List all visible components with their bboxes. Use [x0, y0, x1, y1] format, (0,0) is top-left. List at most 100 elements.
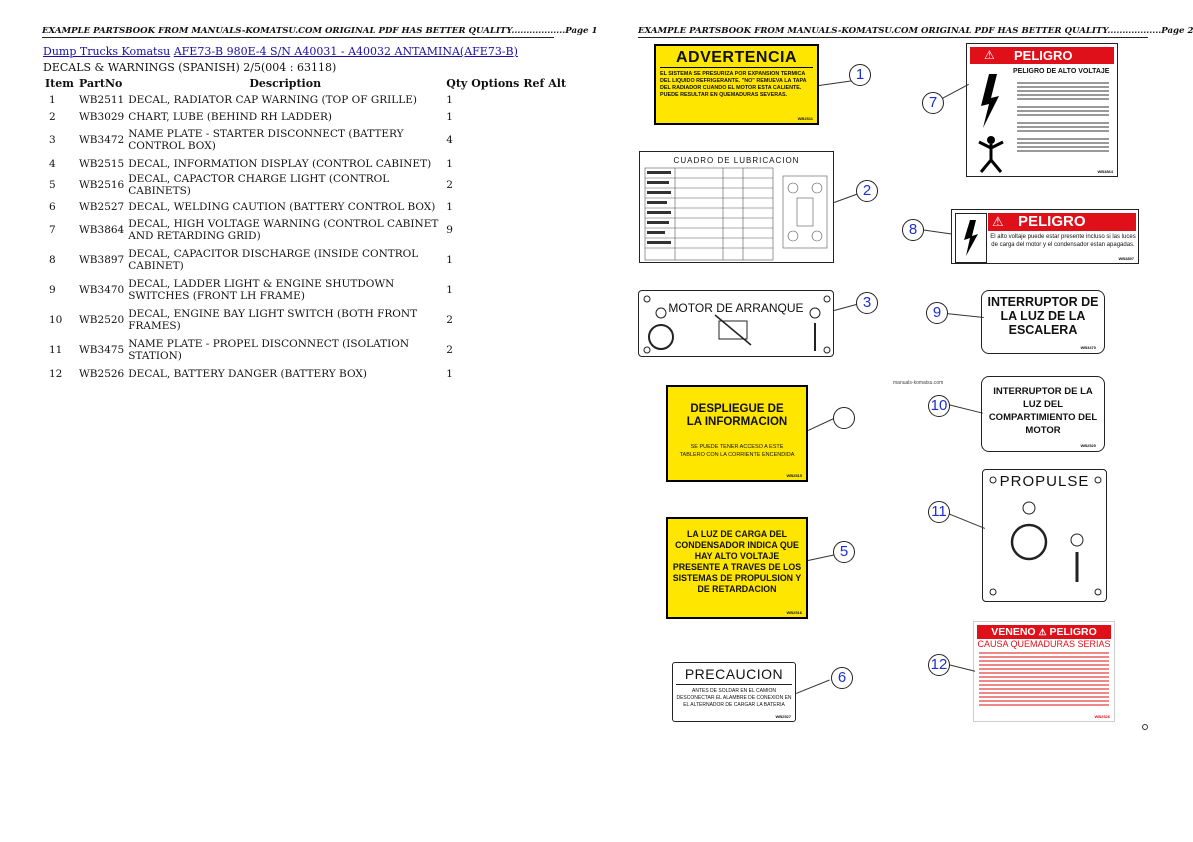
decal-12-code: WB2526	[1094, 714, 1110, 719]
callout-4	[833, 407, 855, 429]
leader-line-5	[808, 554, 836, 561]
callout-12: 12	[928, 654, 950, 676]
col-options: Options	[471, 77, 520, 90]
decal-8-peligro-condensador: ⚠ PELIGRO El alto voltaje puede estar pr…	[951, 209, 1139, 264]
decal-8-title: PELIGRO	[1018, 213, 1086, 230]
decal-9-title: INTERRUPTOR DE LA LUZ DE LA ESCALERA	[987, 295, 1099, 337]
cell-item: 7	[49, 224, 56, 236]
decal-12-subtitle: CAUSA QUEMADURAS SERIAS	[977, 639, 1111, 649]
decal-9-code: WB3470	[1080, 345, 1096, 350]
cell-qty: 1	[446, 157, 453, 170]
cell-item: 9	[49, 284, 56, 296]
leader-line-1	[819, 80, 852, 86]
breadcrumb-model-link[interactable]: AFE73-B 980E-4 S/N A40031 - A40032 ANTAM…	[173, 45, 518, 58]
decal-9-escalera: INTERRUPTOR DE LA LUZ DE LA ESCALERA WB3…	[981, 290, 1105, 354]
cell-description: DECAL, CAPACITOR DISCHARGE (INSIDE CONTR…	[128, 248, 419, 272]
leader-line-12	[947, 664, 976, 672]
callout-11: 11	[928, 501, 950, 523]
decal-6-code: WB2527	[775, 714, 791, 719]
cell-qty: 1	[446, 200, 453, 213]
cell-item: 5	[49, 179, 56, 191]
decal-1-code: WB2511	[797, 116, 813, 121]
starter-plate-graphic	[643, 295, 831, 354]
cell-description: DECAL, WELDING CAUTION (BATTERY CONTROL …	[128, 200, 436, 213]
high-voltage-icon	[955, 213, 987, 263]
watermark-text: manuals-komatsu.com	[893, 380, 944, 386]
lube-chart-graphic	[644, 167, 828, 261]
decal-1-title: ADVERTENCIA	[660, 49, 813, 68]
cell-qty: 4	[446, 134, 453, 146]
decal-2-title: CUADRO DE LUBRICACION	[673, 156, 800, 165]
leader-line-7	[942, 83, 969, 99]
cell-partno: WB2526	[79, 367, 125, 380]
decal-2-lube-chart: CUADRO DE LUBRICACION	[639, 151, 834, 263]
leader-line-10	[947, 404, 983, 414]
cell-item: 3	[49, 134, 56, 146]
cell-qty: 2	[446, 344, 453, 356]
decal-7-peligro-alto-voltaje: ⚠ PELIGRO PELIGRO DE ALTO VOLTAJE WB3864	[966, 43, 1118, 177]
table-header-row: Item PartNo Description Qty Options Ref …	[43, 76, 568, 91]
section-title: DECALS & WARNINGS (SPANISH) 2/5(004 : 63…	[43, 61, 337, 74]
col-item: Item	[45, 77, 74, 90]
decal-5-body: LA LUZ DE CARGA DEL CONDENSADOR INDICA Q…	[672, 529, 802, 594]
decal-12-banner: VENENO ⚠ PELIGRO	[977, 625, 1111, 639]
callout-3: 3	[856, 292, 878, 314]
cell-qty: 1	[446, 367, 453, 380]
decal-4-code: WB2515	[786, 473, 802, 478]
decal-1-advertencia: ADVERTENCIA EL SISTEMA SE PRESURIZA POR …	[654, 44, 819, 125]
cell-item: 12	[49, 367, 63, 380]
cell-description: DECAL, HIGH VOLTAGE WARNING (CONTROL CAB…	[128, 218, 439, 242]
cell-partno: WB2520	[79, 314, 125, 326]
warning-triangle-icon: ⚠	[1038, 627, 1047, 637]
decal-3-title: MOTOR DE ARRANQUE	[668, 301, 804, 315]
decal-4-body: SE PUEDE TENER ACCESO A ESTE TABLERO CON…	[679, 444, 795, 458]
warning-triangle-icon: ⚠	[992, 214, 1004, 229]
decal-10-title: INTERRUPTOR DE LA LUZ DEL COMPARTIMIENTO…	[988, 386, 1098, 436]
propel-plate-graphic	[989, 476, 1102, 596]
cell-qty: 2	[446, 179, 453, 191]
cell-partno: WB2527	[79, 200, 125, 213]
decal-5-code: WB2516	[786, 610, 802, 615]
breadcrumb-category-link[interactable]: Dump Trucks Komatsu	[43, 45, 171, 58]
cell-qty: 9	[446, 224, 453, 236]
decal-6-title: PRECAUCION	[676, 666, 792, 685]
decal-5-condensador: LA LUZ DE CARGA DEL CONDENSADOR INDICA Q…	[666, 517, 808, 619]
leader-line-11	[947, 513, 986, 529]
electric-shock-icon	[978, 74, 1004, 173]
cell-description: NAME PLATE - PROPEL DISCONNECT (ISOLATIO…	[128, 338, 410, 362]
cell-partno: WB2511	[79, 93, 125, 106]
cell-description: NAME PLATE - STARTER DISCONNECT (BATTERY…	[128, 128, 404, 152]
cell-item: 4	[49, 157, 56, 170]
cell-qty: 1	[446, 110, 453, 123]
cell-item: 11	[49, 344, 63, 356]
decal-8-body: El alto voltaje puede estar presente inc…	[990, 234, 1136, 248]
cell-qty: 1	[446, 254, 453, 266]
callout-1: 1	[849, 64, 871, 86]
decal-7-code: WB3864	[1097, 169, 1113, 174]
decal-3-motor-arranque: MOTOR DE ARRANQUE	[638, 290, 834, 357]
callout-6: 6	[831, 667, 853, 689]
decal-12-title-right: PELIGRO	[1049, 626, 1097, 638]
decal-7-title: PELIGRO	[1014, 48, 1073, 63]
cell-item: 10	[49, 314, 63, 326]
leader-line-2	[834, 193, 857, 203]
page-header-right: EXAMPLE PARTSBOOK FROM MANUALS-KOMATSU.C…	[638, 26, 1193, 38]
cell-description: DECAL, LADDER LIGHT & ENGINE SHUTDOWN SW…	[128, 278, 395, 302]
page-header-left: EXAMPLE PARTSBOOK FROM MANUALS-KOMATSU.C…	[42, 26, 598, 38]
cell-item: 1	[49, 93, 56, 106]
cell-qty: 1	[446, 93, 453, 106]
decal-12-fine-print	[977, 652, 1111, 706]
cell-qty: 1	[446, 284, 453, 296]
decal-12-veneno-peligro: VENENO ⚠ PELIGRO CAUSA QUEMADURAS SERIAS…	[973, 621, 1115, 722]
cell-description: DECAL, CAPACTOR CHARGE LIGHT (CONTROL CA…	[128, 173, 390, 197]
decal-6-body: ANTES DE SOLDAR EN EL CAMION DESCONECTAR…	[676, 688, 792, 708]
cell-item: 2	[49, 110, 56, 123]
cell-description: DECAL, ENGINE BAY LIGHT SWITCH (BOTH FRO…	[128, 308, 418, 332]
callout-10: 10	[928, 395, 950, 417]
